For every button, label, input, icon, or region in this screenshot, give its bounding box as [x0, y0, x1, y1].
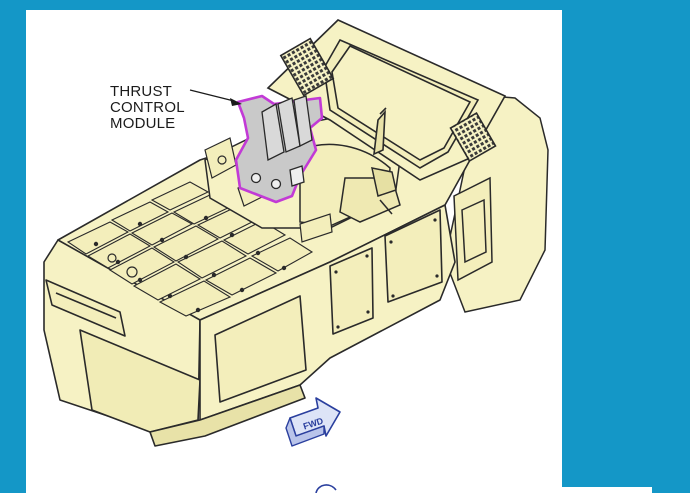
callout-leader-arrow	[189, 89, 242, 106]
panel-corner	[562, 487, 652, 493]
deck-knobs	[93, 215, 287, 313]
callout-line-2: CONTROL	[110, 99, 185, 116]
callout-line-1: THRUST	[110, 83, 173, 100]
thrust-control-module	[234, 94, 324, 204]
upper-display-unit	[266, 19, 507, 181]
thrust-control-module-callout: THRUST CONTROL MODULE	[110, 84, 185, 132]
bottom-partial-mark	[315, 484, 337, 493]
fwd-direction-arrow: FWD	[285, 397, 341, 447]
callout-line-3: MODULE	[110, 115, 176, 132]
deck-instrument-modules	[66, 181, 314, 317]
